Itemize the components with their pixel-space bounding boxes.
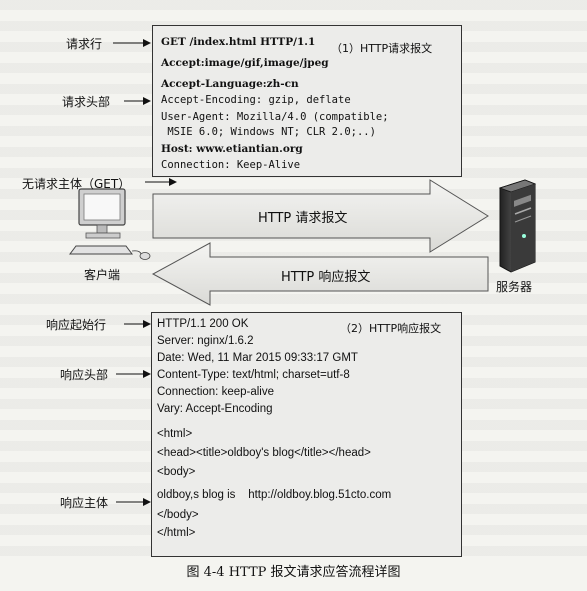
label-server: 服务器	[496, 280, 533, 294]
request-line-text: GET /index.html HTTP/1.1	[161, 36, 316, 48]
response-body-line: <html>	[157, 428, 193, 440]
label-response-headers: 响应头部	[60, 368, 109, 382]
response-arrow-label: HTTP 响应报文	[281, 270, 371, 285]
response-message-box: HTTP/1.1 200 OK （2）HTTP响应报文 Server: ngin…	[151, 312, 462, 557]
response-header-line: Content-Type: text/html; charset=utf-8	[157, 369, 350, 381]
request-header-line: Accept-Encoding: gzip, deflate	[161, 94, 351, 106]
request-box-title: （1）HTTP请求报文	[331, 42, 433, 55]
response-header-line: Connection: keep-alive	[157, 386, 274, 398]
response-body-line: </html>	[157, 527, 196, 539]
response-body-line: </body>	[157, 509, 199, 521]
label-no-request-body: 无请求主体（GET）	[22, 177, 131, 191]
label-client: 客户端	[84, 268, 121, 282]
label-request-line: 请求行	[66, 37, 103, 51]
request-header-line: Host: www.etiantian.org	[161, 143, 303, 155]
response-body-line: <head><title>oldboy's blog</title></head…	[157, 447, 371, 459]
request-arrow	[152, 179, 489, 253]
response-header-line: Date: Wed, 11 Mar 2015 09:33:17 GMT	[157, 352, 358, 364]
server-icon	[498, 179, 537, 273]
response-box-title: （2）HTTP响应报文	[340, 322, 442, 335]
response-header-line: Server: nginx/1.6.2	[157, 335, 254, 347]
response-header-line: Vary: Accept-Encoding	[157, 403, 273, 415]
request-arrow-label: HTTP 请求报文	[258, 211, 348, 226]
request-message-box: GET /index.html HTTP/1.1 （1）HTTP请求报文 Acc…	[152, 25, 462, 177]
request-header-line: Accept:image/gif,image/jpeg	[161, 57, 329, 69]
response-body-line: oldboy,s blog is http://oldboy.blog.51ct…	[157, 489, 392, 501]
request-header-line: MSIE 6.0; Windows NT; CLR 2.0;..)	[161, 126, 376, 138]
figure-caption: 图 4-4 HTTP 报文请求应答流程详图	[186, 565, 401, 580]
request-header-line: User-Agent: Mozilla/4.0 (compatible;	[161, 111, 389, 123]
client-computer-icon	[69, 188, 151, 260]
label-response-start-line: 响应起始行	[46, 318, 107, 332]
request-header-line: Connection: Keep-Alive	[161, 159, 301, 171]
label-request-headers: 请求头部	[62, 95, 111, 109]
response-arrow	[151, 242, 489, 306]
response-body-line: <body>	[157, 466, 196, 478]
label-response-body: 响应主体	[60, 496, 109, 510]
request-header-line: Accept-Language:zh-cn	[161, 78, 299, 90]
response-start-line: HTTP/1.1 200 OK	[157, 318, 249, 330]
